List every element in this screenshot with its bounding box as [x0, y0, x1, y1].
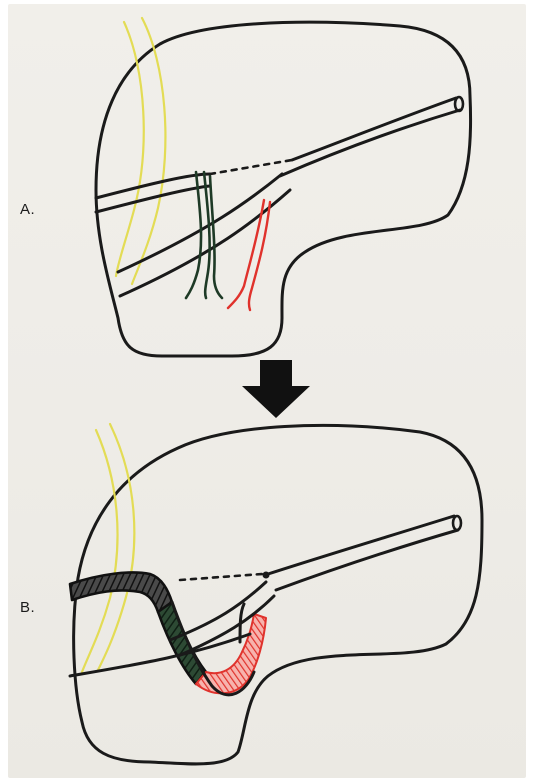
panel-b-hatched-vessel-red — [196, 614, 266, 693]
panel-a-green-vessel-2 — [204, 172, 210, 298]
panel-b-label: B. — [20, 599, 35, 616]
panel-b-tube-top — [268, 516, 454, 574]
panel-a-vessel-upper — [96, 174, 210, 198]
panel-b-vessel-dashed — [180, 574, 262, 580]
panel-b-hatched-vessel-black — [70, 572, 172, 612]
panel-a-outline — [96, 22, 471, 356]
panel-b-tube-bottom — [276, 530, 458, 590]
panel-a-tube-bottom — [280, 110, 460, 176]
panel-a-branch-lower — [120, 190, 290, 296]
panel-b-junction — [263, 572, 270, 579]
panel-a-tube-top — [292, 98, 456, 160]
panel-a — [96, 18, 471, 356]
panel-b-outline — [74, 425, 482, 764]
down-arrow — [242, 360, 310, 418]
panel-a-vessel-dashed — [210, 160, 292, 174]
panel-a-label: A. — [20, 201, 35, 218]
panel-a-green-vessel-3 — [210, 176, 222, 298]
panel-b-hatched-vessel-green — [158, 602, 206, 684]
panel-b-tube-end — [453, 516, 461, 530]
panel-b — [70, 424, 482, 764]
panel-a-vessel-lower — [96, 186, 210, 212]
